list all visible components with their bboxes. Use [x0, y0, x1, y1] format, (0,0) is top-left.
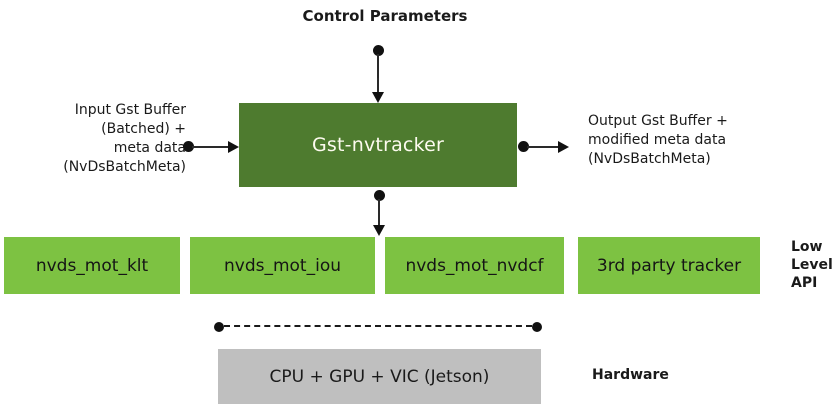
gst-nvtracker-box: Gst-nvtracker [239, 103, 517, 187]
arrow-line-lowlevel [378, 199, 380, 226]
input-line-1: Input Gst Buffer [74, 102, 186, 118]
output-line-1: Output Gst Buffer + [588, 113, 728, 129]
tracker-box-iou-label: nvds_mot_iou [223, 255, 341, 276]
connector-dot-bottom [374, 190, 385, 201]
arrow-down-icon [372, 92, 384, 103]
input-buffer-label: Input Gst Buffer (Batched) + meta data (… [0, 101, 186, 177]
tracker-box-nvdcf: nvds_mot_nvdcf [385, 237, 564, 294]
control-parameters-label: Control Parameters [302, 7, 468, 25]
tracker-box-nvdcf-label: nvds_mot_nvdcf [405, 255, 544, 276]
connector-dot-output [518, 141, 529, 152]
tracker-box-3rd-party: 3rd party tracker [578, 237, 760, 294]
tracker-box-klt-label: nvds_mot_klt [35, 255, 149, 276]
connector-dot-input [183, 141, 194, 152]
dash-endpoint-dot-left [214, 322, 224, 332]
arrow-down-icon-lowlevel [373, 225, 385, 236]
output-buffer-label: Output Gst Buffer + modified meta data (… [588, 112, 788, 169]
input-line-2: (Batched) + [101, 121, 186, 137]
input-line-3: meta data [113, 140, 186, 156]
dashed-span-line [224, 325, 532, 327]
gst-nvtracker-box-label: Gst-nvtracker [312, 134, 444, 156]
arrow-line-output [527, 146, 558, 148]
hardware-side-label: Hardware [592, 367, 669, 383]
connector-dot-top [373, 45, 384, 56]
output-line-3: (NvDsBatchMeta) [588, 151, 711, 167]
hardware-box-label: CPU + GPU + VIC (Jetson) [269, 366, 490, 387]
output-line-2: modified meta data [588, 132, 727, 148]
hardware-box: CPU + GPU + VIC (Jetson) [218, 349, 541, 404]
low-level-api-label: Low Level API [791, 238, 833, 292]
tracker-box-3rd-party-label: 3rd party tracker [596, 255, 742, 276]
input-line-4: (NvDsBatchMeta) [63, 159, 186, 175]
api-line-1: Low [791, 239, 823, 255]
arrow-right-icon-input [228, 141, 239, 153]
arrow-line-control [377, 54, 379, 93]
tracker-box-iou: nvds_mot_iou [190, 237, 375, 294]
dash-endpoint-dot-right [532, 322, 542, 332]
tracker-box-klt: nvds_mot_klt [4, 237, 180, 294]
api-line-2: Level [791, 257, 833, 273]
api-line-3: API [791, 275, 818, 291]
arrow-line-input [192, 146, 229, 148]
arrow-right-icon-output [558, 141, 569, 153]
